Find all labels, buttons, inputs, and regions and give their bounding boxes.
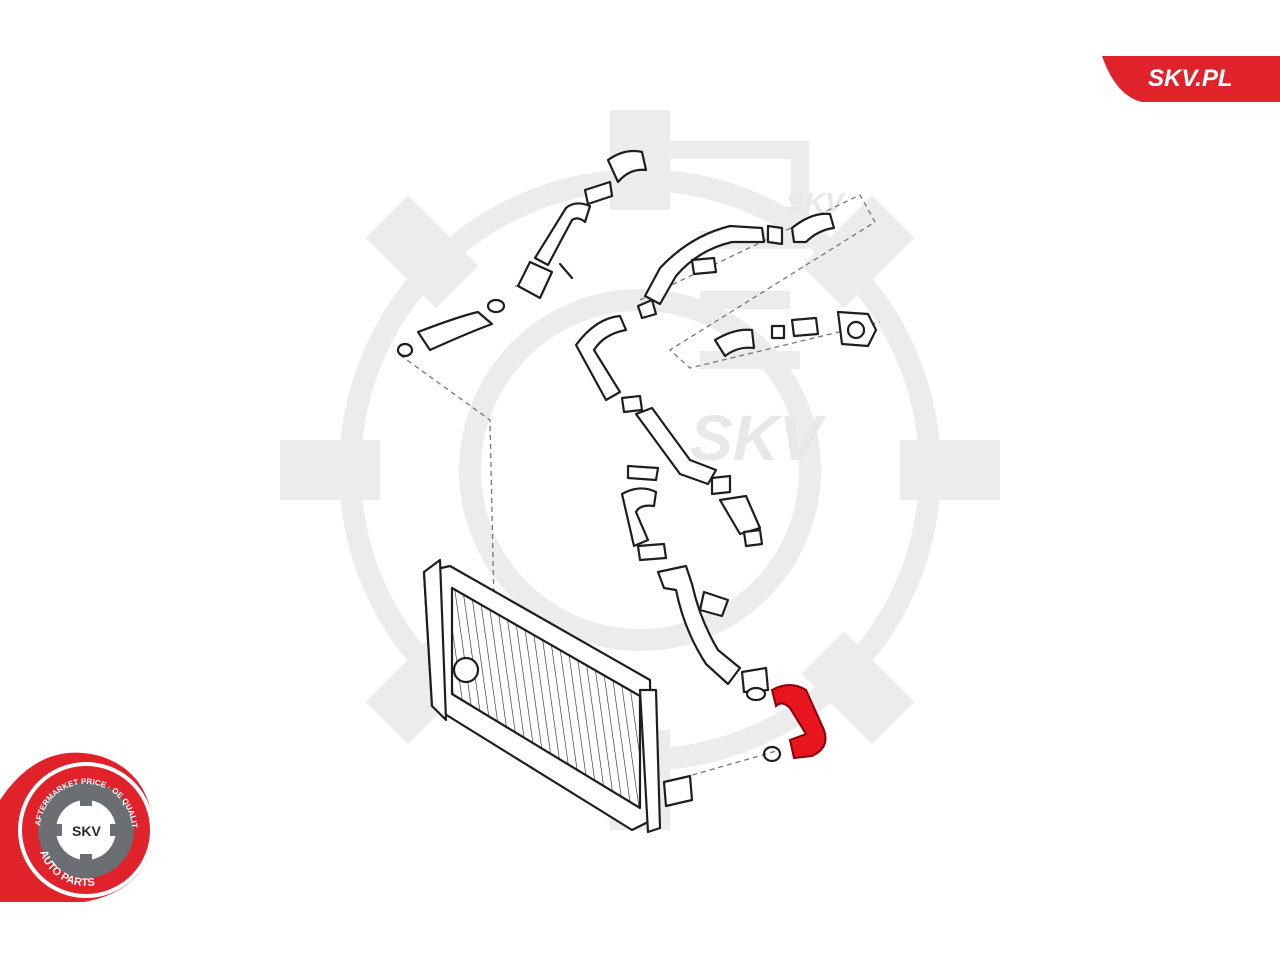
skv-logo: SKV AFTERMARKET PRICE · OE QUALITY AUTO …	[0, 0, 154, 902]
upper-hose-assembly	[396, 149, 648, 358]
lower-pipe-assembly	[620, 487, 770, 702]
o-ring	[762, 745, 782, 763]
site-badge[interactable]: SKV.PL	[1102, 56, 1280, 102]
highlighted-charge-air-hose[interactable]	[770, 684, 827, 760]
intercooler	[422, 558, 694, 834]
site-badge-label: SKV.PL	[1148, 65, 1232, 92]
middle-hose-chain	[574, 314, 764, 548]
upper-pipe-assembly	[636, 212, 878, 358]
watermark-label-small: SKV	[786, 187, 846, 218]
logo-center-label: SKV	[72, 823, 101, 839]
svg-text:AFTERMARKET PRICE · OE QUALITY: AFTERMARKET PRICE · OE QUALITY	[0, 0, 139, 828]
logo-ring-top: AFTERMARKET PRICE · OE QUALITY	[0, 0, 139, 828]
watermark-label: SKV	[690, 402, 827, 474]
